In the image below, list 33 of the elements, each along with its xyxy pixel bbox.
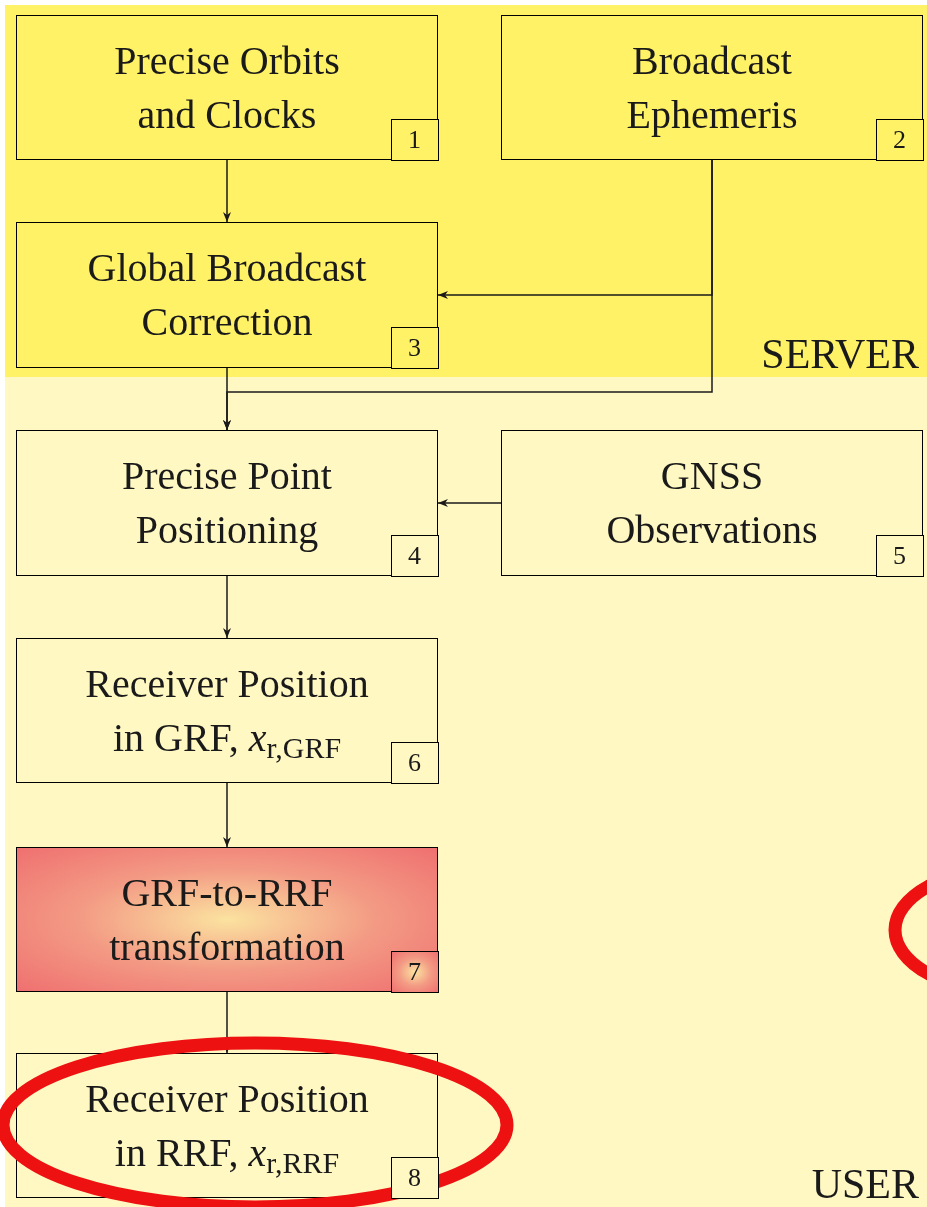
process-box xyxy=(501,430,923,576)
step-number: 2 xyxy=(875,118,924,161)
process-box xyxy=(501,15,923,160)
process-box xyxy=(16,847,438,992)
process-box xyxy=(16,15,438,160)
box-text: Receiver Position in GRF, x$_{r,GRF}$ xyxy=(84,659,370,765)
region-band xyxy=(5,5,927,377)
step-number: 6 xyxy=(390,741,439,784)
step-number: 4 xyxy=(390,534,439,577)
box-text: Precise Orbits and Clocks xyxy=(113,36,341,139)
step-number: 3 xyxy=(390,326,439,369)
box-text: Receiver Position in RRF, x$_{r,RRF}$ xyxy=(84,1074,370,1180)
process-box xyxy=(16,430,438,576)
process-box xyxy=(16,222,438,368)
region-label: USER xyxy=(811,1163,919,1205)
process-box xyxy=(16,1053,438,1198)
step-number: 8 xyxy=(390,1156,439,1199)
step-number: 5 xyxy=(875,534,924,577)
box-text: Broadcast Ephemeris xyxy=(625,36,799,139)
region-band xyxy=(5,377,927,1207)
box-text: GNSS Observations xyxy=(605,452,819,554)
arrow xyxy=(223,159,713,431)
arrow xyxy=(437,499,502,507)
step-number: 1 xyxy=(390,118,439,161)
box-text: Global Broadcast Correction xyxy=(86,244,368,346)
box-text: GRF-to-RRF transformation xyxy=(108,868,346,971)
arrow xyxy=(223,159,231,223)
process-box xyxy=(16,638,438,783)
arrow xyxy=(223,575,231,639)
arrow xyxy=(223,782,231,848)
region-label: SERVER xyxy=(761,333,919,375)
step-number: 7 xyxy=(390,950,439,993)
box-text: Precise Point Positioning xyxy=(121,452,333,554)
